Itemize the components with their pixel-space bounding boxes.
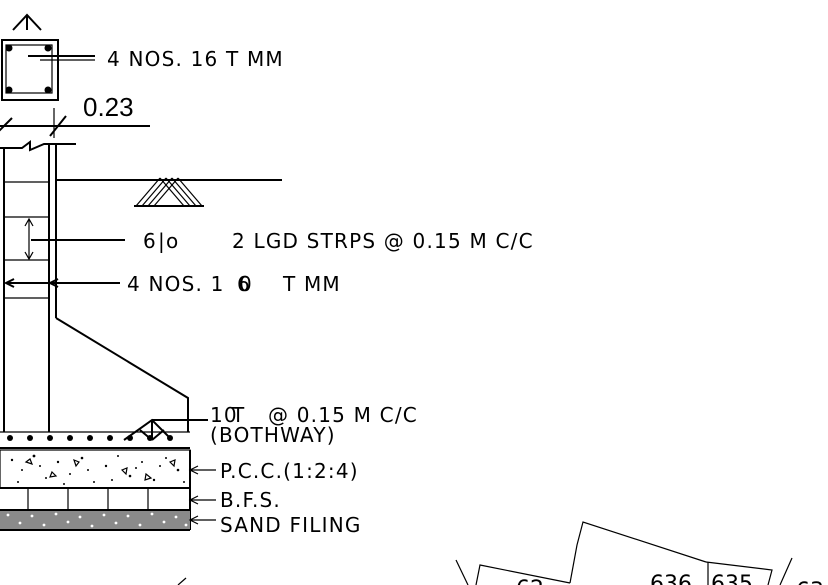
footing-slope xyxy=(55,317,189,432)
plot-number: 62 xyxy=(516,577,544,585)
rebar-dot xyxy=(5,86,13,94)
spacing-arrow xyxy=(24,217,34,227)
column-elevation: 6 |o 2 LGD STRPS @ 0.15 M C/C 4 NOS. 1 6… xyxy=(0,140,534,449)
width-dimension: 0.23 xyxy=(0,92,150,138)
mesh-callout-text: @ 0.15 M C/C xyxy=(268,403,418,427)
rebar-dot xyxy=(5,44,13,52)
width-dimension-label: 0.23 xyxy=(83,92,134,122)
pcc-texture xyxy=(10,454,185,485)
spacing-arrow xyxy=(24,251,34,261)
main-bar-prefix: 4 NOS. 1 xyxy=(127,272,225,296)
sand-label: SAND FILING xyxy=(220,513,362,537)
mesh-callout-line2: (BOTHWAY) xyxy=(210,423,336,447)
dimension-tick xyxy=(49,115,67,137)
stirrup-dia-symbol: |o xyxy=(158,229,179,253)
plot-number: 635 xyxy=(711,572,753,585)
plot-number: 636 xyxy=(650,572,692,585)
column-bar-callout: 4 NOS. 16 T MM xyxy=(107,47,284,71)
stirrup-dia: 6 xyxy=(143,229,157,253)
mesh-callout-overstrike: T xyxy=(231,403,245,427)
ground-hatch xyxy=(134,177,204,207)
dimension-tick xyxy=(0,117,13,132)
stirrup-callout-text: 2 LGD STRPS @ 0.15 M C/C xyxy=(232,229,534,253)
main-bar-overstrike: 0 xyxy=(239,272,253,296)
mesh-callout-prefix: 10 xyxy=(210,403,238,427)
column-stirrup xyxy=(5,44,53,94)
break-line xyxy=(0,140,76,152)
column-cross-section: 4 NOS. 16 T MM xyxy=(1,13,284,101)
pcc-label: P.C.C.(1:2:4) xyxy=(220,459,359,483)
leader-arrow xyxy=(188,495,199,505)
rebar-dot xyxy=(44,44,52,52)
leader-arrow xyxy=(47,278,59,288)
pcc-layer: P.C.C.(1:2:4) xyxy=(0,449,359,489)
main-bar-suffix: T MM xyxy=(282,272,341,296)
sand-layer: SAND FILING xyxy=(0,511,362,537)
leader-arrow xyxy=(3,278,15,288)
main-bar-glyph: 6 xyxy=(237,272,251,296)
plot-plan-fragment: 62 636 635 63 xyxy=(177,521,824,585)
bfs-layer: B.F.S. xyxy=(0,450,281,530)
leader-arrow xyxy=(188,515,199,525)
bfs-label: B.F.S. xyxy=(220,488,281,512)
rebar-dot xyxy=(44,86,52,94)
plot-number: 63 xyxy=(796,579,824,585)
pcc-aggregate xyxy=(24,458,176,481)
column-outline xyxy=(1,39,59,101)
